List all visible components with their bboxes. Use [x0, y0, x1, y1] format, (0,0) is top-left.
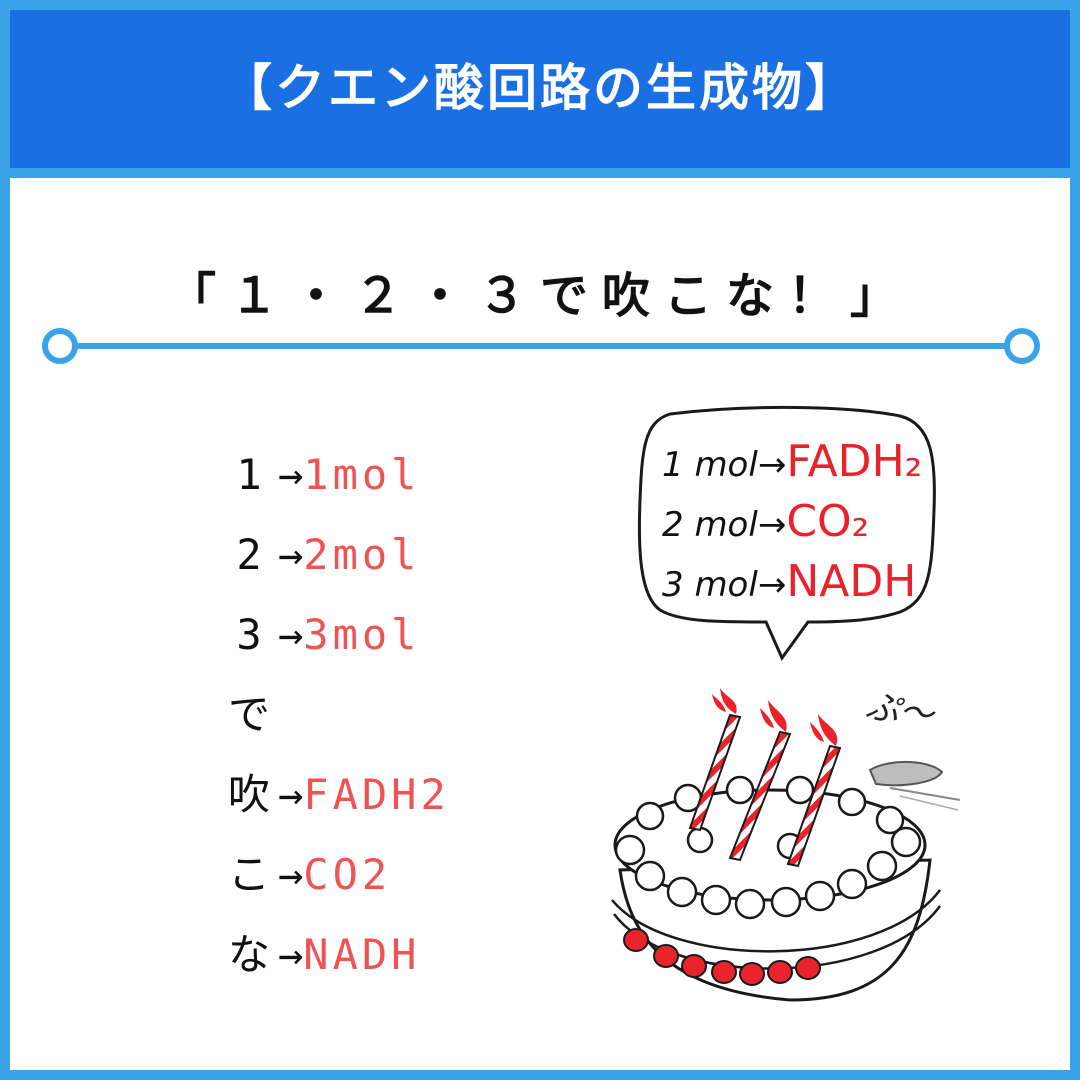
- timeline-divider: [42, 328, 1040, 364]
- mnemonic-heading: 「１・２・３で吹こな！」: [167, 268, 912, 324]
- row-key: な: [227, 930, 270, 979]
- candle-icon: [688, 713, 842, 868]
- row-value: 1mol: [303, 450, 421, 499]
- arrow-icon: →: [278, 930, 304, 979]
- birthday-cake-illustration: [611, 688, 961, 1002]
- list-item: 吹→FADH2: [220, 760, 540, 830]
- bubble-product: FADH₂: [786, 436, 923, 487]
- speech-bubble: [637, 405, 936, 661]
- bubble-amount: 2 mol: [662, 505, 758, 545]
- bubble-line: 2 mol→CO₂: [662, 494, 869, 553]
- bubble-line: 1 mol→FADH₂: [662, 434, 922, 493]
- bubble-product: NADH: [786, 556, 917, 607]
- arrow-icon: →: [278, 850, 304, 899]
- strawberry-layer: [623, 928, 821, 986]
- divider-left-node: [42, 328, 78, 364]
- smoke-puff-icon: [868, 760, 961, 811]
- divider-right-node: [1004, 328, 1040, 364]
- row-key: で: [227, 690, 270, 739]
- page-title: 【クエン酸回路の生成物】: [222, 59, 858, 117]
- arrow-icon: →: [757, 445, 787, 485]
- arrow-icon: →: [278, 530, 304, 579]
- bubble-line: 3 mol→NADH: [662, 554, 916, 613]
- arrow-icon: →: [757, 505, 787, 545]
- row-key: 3: [236, 610, 262, 659]
- list-item: で: [220, 680, 540, 750]
- list-item: こ→CO2: [220, 840, 540, 910]
- flame-icon: [712, 688, 838, 746]
- bubble-amount: 1 mol: [662, 445, 758, 485]
- list-item: な→NADH: [220, 920, 540, 990]
- row-value: 2mol: [303, 530, 421, 579]
- list-item: 2 →2mol: [220, 520, 540, 590]
- bubble-product: CO₂: [786, 496, 870, 547]
- header-divider: [10, 168, 1070, 178]
- row-key: 吹: [227, 770, 270, 819]
- arrow-icon: →: [757, 565, 787, 605]
- row-key: 1: [236, 450, 262, 499]
- row-value: 3mol: [303, 610, 421, 659]
- row-key: こ: [227, 850, 270, 899]
- row-value: NADH: [303, 930, 421, 979]
- row-value: FADH2: [303, 770, 450, 819]
- bubble-amount: 3 mol: [662, 565, 758, 605]
- arrow-icon: →: [278, 610, 304, 659]
- header-banner: 【クエン酸回路の生成物】: [10, 10, 1070, 168]
- arrow-icon: →: [278, 450, 304, 499]
- arrow-icon: →: [278, 770, 304, 819]
- list-item: 1 →1mol: [220, 440, 540, 510]
- row-key: 2: [236, 530, 262, 579]
- list-item: 3 →3mol: [220, 600, 540, 670]
- row-value: CO2: [303, 850, 392, 899]
